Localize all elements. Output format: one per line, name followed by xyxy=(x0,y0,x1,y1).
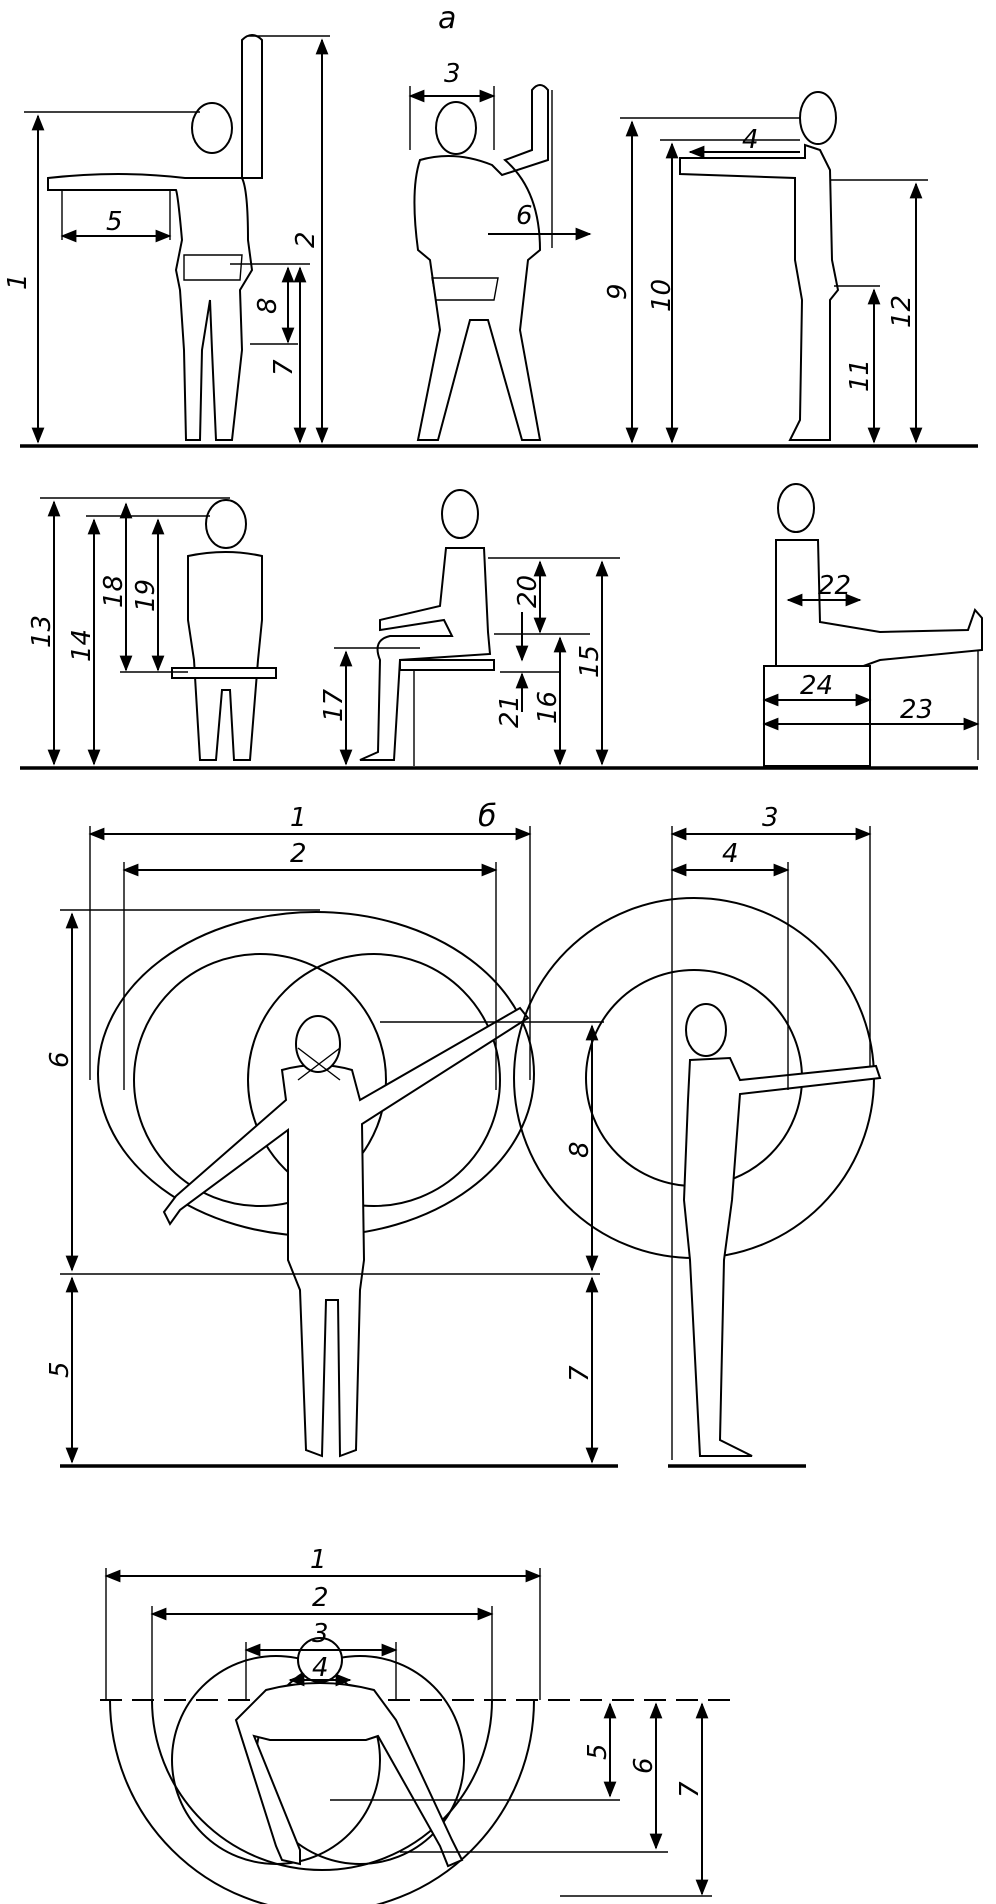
reach-label-7: 7 xyxy=(565,1365,595,1382)
dim-label-16: 16 xyxy=(533,691,563,724)
plan-label-3: 3 xyxy=(312,1619,329,1649)
plan-label-1: 1 xyxy=(310,1545,327,1575)
reach-label-8: 8 xyxy=(565,1141,595,1158)
dim-label-14: 14 xyxy=(67,629,97,662)
dim-label-5: 5 xyxy=(106,207,123,237)
dim-label-3: 3 xyxy=(444,59,461,89)
dim-label-15: 15 xyxy=(575,645,605,678)
dim-label-18: 18 xyxy=(99,575,129,608)
dim-label-22: 22 xyxy=(818,571,851,601)
plan-label-4: 4 xyxy=(312,1653,329,1683)
dim-label-10: 10 xyxy=(647,279,677,312)
dim-label-20: 20 xyxy=(513,575,543,608)
dim-label-4: 4 xyxy=(742,125,759,155)
dim-label-8: 8 xyxy=(253,297,283,314)
dim-label-23: 23 xyxy=(900,695,933,725)
reach-label-1: 1 xyxy=(290,803,307,833)
plan-arc-middle xyxy=(151,1699,493,1871)
reach-label-5: 5 xyxy=(45,1361,75,1378)
plan-label-6: 6 xyxy=(629,1757,659,1774)
dim-label-12: 12 xyxy=(887,295,917,328)
dim-label-2: 2 xyxy=(291,231,321,248)
figure-standing-side-reach xyxy=(682,1003,882,1457)
dim-label-7: 7 xyxy=(269,359,299,376)
reach-label-4: 4 xyxy=(722,839,739,869)
dim-label-21: 21 xyxy=(495,695,525,728)
figure-seated-legs-out xyxy=(763,483,983,767)
section-label-b: б xyxy=(478,799,497,834)
dim-label-1: 1 xyxy=(3,273,33,290)
dim-label-17: 17 xyxy=(319,688,349,722)
dim-label-19: 19 xyxy=(131,579,161,612)
figure-seated-side xyxy=(359,489,495,766)
reach-label-2: 2 xyxy=(290,839,307,869)
plan-label-7: 7 xyxy=(675,1781,705,1798)
figure-front-arm-raised xyxy=(47,34,263,441)
dim-label-13: 13 xyxy=(27,615,57,648)
dim-label-24: 24 xyxy=(800,671,833,701)
plan-arc-outer xyxy=(109,1699,535,1904)
dim-label-11: 11 xyxy=(845,359,875,392)
reach-label-3: 3 xyxy=(762,803,779,833)
reach-arc-right xyxy=(247,953,501,1207)
reach-label-6: 6 xyxy=(45,1051,75,1068)
dim-label-9: 9 xyxy=(603,283,633,300)
plan-label-2: 2 xyxy=(312,1583,329,1613)
figure-front-arm-bent xyxy=(413,84,549,441)
plan-label-5: 5 xyxy=(583,1743,613,1760)
dim-label-6: 6 xyxy=(516,201,533,231)
reach-arc-left xyxy=(133,953,387,1207)
section-label-a: а xyxy=(438,1,456,36)
figure-seated-front xyxy=(171,499,277,761)
figure-side-arm-forward xyxy=(679,91,840,441)
figure-standing-front-reach xyxy=(162,1006,530,1458)
